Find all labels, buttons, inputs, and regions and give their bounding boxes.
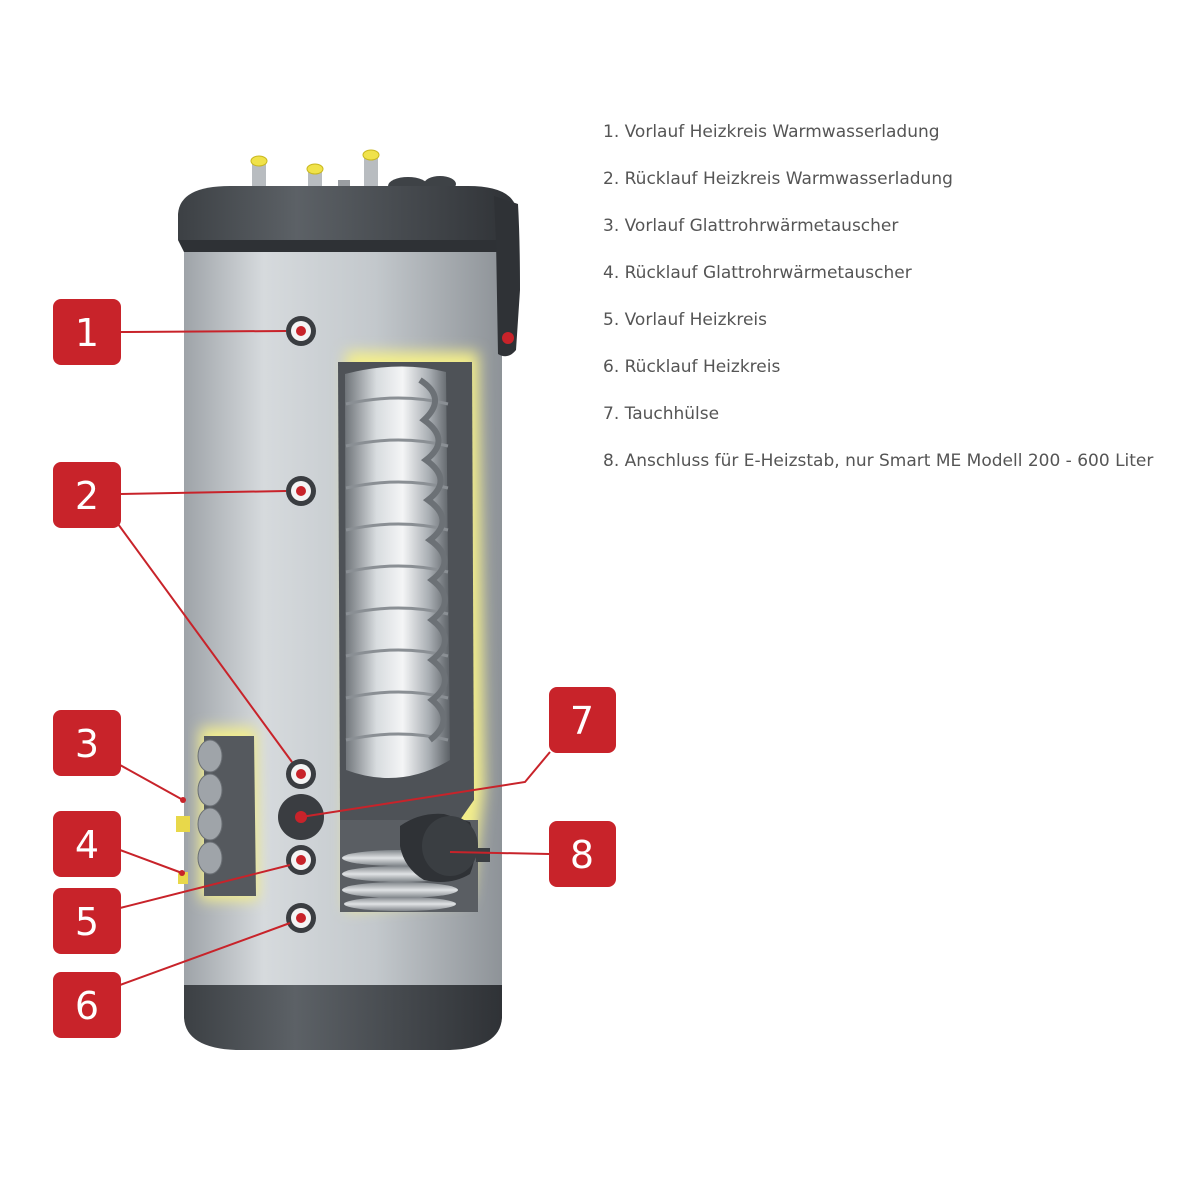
badge-4-label: 4: [75, 823, 99, 867]
legend-item-7: 7. Tauchhülse: [603, 404, 720, 424]
control-box: [494, 196, 520, 357]
badge-4: 4: [53, 811, 121, 877]
leader-lines: [117, 330, 551, 986]
connection-1-port: [286, 316, 316, 346]
tank-top-cap: [178, 186, 517, 240]
leader-line-4: [119, 849, 183, 874]
connection-2b-port: [286, 759, 316, 789]
leader-line-7: [300, 751, 551, 818]
badge-8: 8: [549, 821, 616, 887]
legend-item-6: 6. Rücklauf Heizkreis: [603, 357, 781, 377]
top-connections: [250, 149, 456, 200]
leader-line-2b: [117, 523, 293, 763]
badge-7: 7: [549, 687, 616, 753]
leader-line-8: [449, 851, 550, 855]
leader-line-2: [119, 490, 287, 495]
lower-left-cutaway: [176, 736, 256, 896]
badge-3-label: 3: [75, 722, 99, 766]
leader-line-6: [119, 922, 291, 986]
legend-item-1: 1. Vorlauf Heizkreis Warmwasserladung: [603, 122, 940, 142]
legend-item-8: 8. Anschluss für E-Heizstab, nur Smart M…: [603, 451, 1154, 471]
badge-1: 1: [53, 299, 121, 365]
badge-5-label: 5: [75, 900, 99, 944]
connection-2-port: [286, 476, 316, 506]
legend-item-3: 3. Vorlauf Glattrohrwärmetauscher: [603, 216, 899, 236]
badge-7-label: 7: [570, 699, 594, 743]
leader-line-5: [119, 864, 291, 909]
legend: 1. Vorlauf Heizkreis Warmwasserladung 2.…: [603, 118, 1153, 494]
badge-5: 5: [53, 888, 121, 954]
badges: 1 2 3 4 5 6 7 8: [53, 299, 616, 1038]
legend-item-4: 4. Rücklauf Glattrohrwärmetauscher: [603, 263, 912, 283]
heating-element-housing: [400, 813, 490, 882]
tank-bottom-ring: [184, 985, 502, 1050]
badge-2-label: 2: [75, 474, 99, 518]
leader-line-3: [119, 764, 184, 801]
connection-5-port: [286, 845, 316, 875]
legend-item-5: 5. Vorlauf Heizkreis: [603, 310, 768, 330]
leader-line-1: [119, 330, 287, 333]
badge-3: 3: [53, 710, 121, 776]
badge-1-label: 1: [75, 311, 99, 355]
badge-6-label: 6: [75, 984, 99, 1028]
badge-6: 6: [53, 972, 121, 1038]
legend-item-2: 2. Rücklauf Heizkreis Warmwasserladung: [603, 169, 953, 189]
connection-6-port: [286, 903, 316, 933]
tank: [176, 149, 520, 1050]
badge-8-label: 8: [570, 833, 594, 877]
badge-2: 2: [53, 462, 121, 528]
